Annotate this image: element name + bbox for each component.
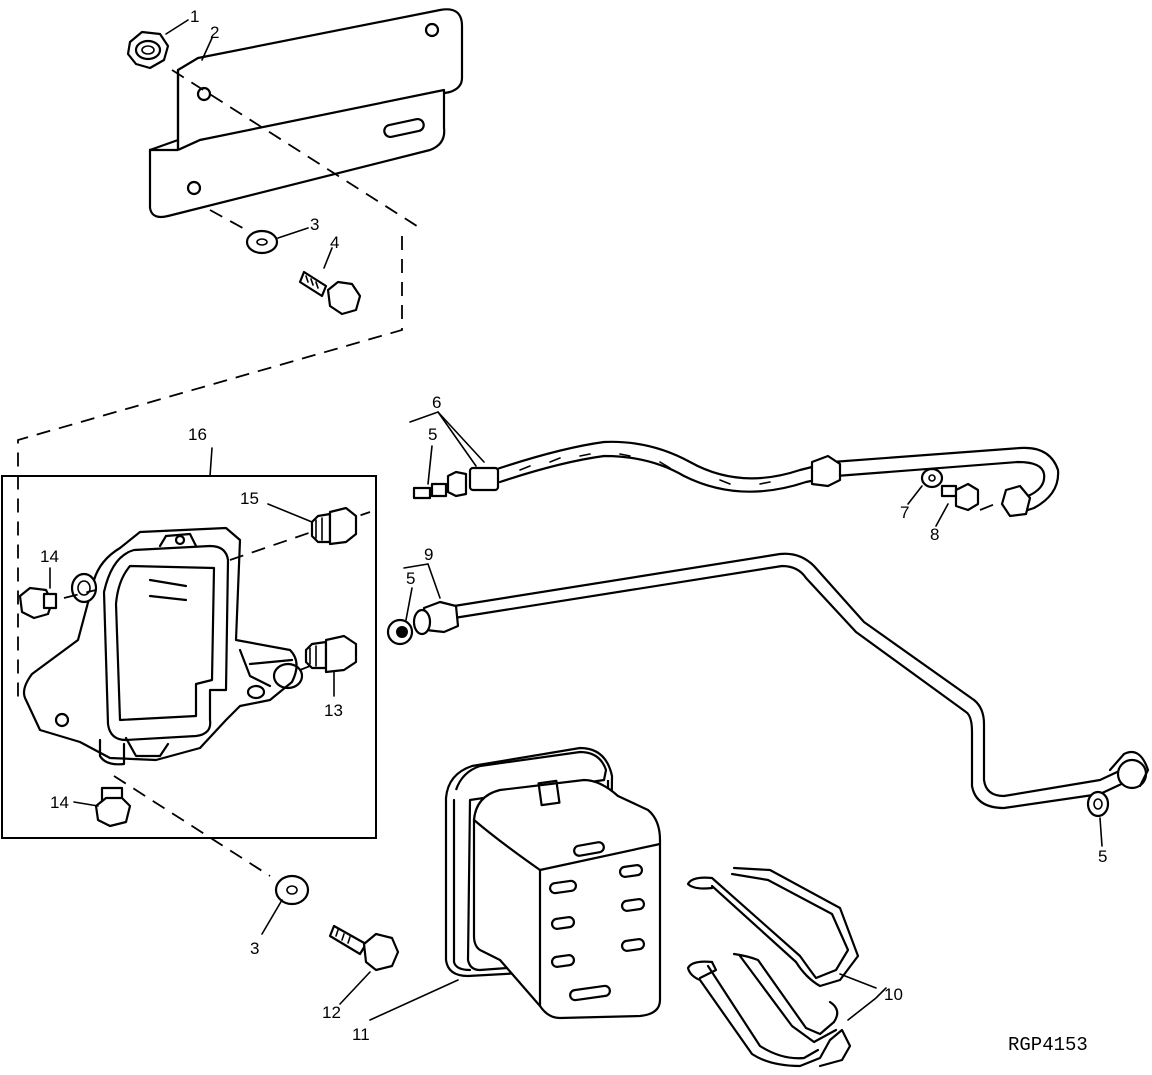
callout-7: 7 bbox=[900, 503, 909, 522]
fuel-line-icon bbox=[412, 440, 1060, 518]
fitting-icon bbox=[304, 634, 358, 674]
callout-16: 16 bbox=[188, 425, 207, 444]
fitting-icon bbox=[1086, 790, 1110, 818]
callout-12: 12 bbox=[322, 1003, 341, 1022]
mounting-bracket-icon bbox=[148, 8, 464, 219]
plug-icon bbox=[18, 586, 58, 620]
callout-2: 2 bbox=[210, 23, 219, 42]
fitting-icon bbox=[386, 618, 414, 646]
figure-code: RGP4153 bbox=[1008, 1034, 1088, 1056]
callout-3-lower: 3 bbox=[250, 939, 259, 958]
cap-screw-icon bbox=[328, 924, 400, 972]
hex-nut-icon bbox=[126, 30, 170, 70]
fuel-line-icon bbox=[412, 552, 1150, 810]
callout-1: 1 bbox=[190, 7, 199, 26]
filter-base-icon bbox=[22, 526, 304, 766]
callout-9: 9 bbox=[424, 545, 433, 564]
callout-5-lower: 5 bbox=[1098, 847, 1107, 866]
cap-screw-icon bbox=[298, 270, 362, 316]
washer-icon bbox=[920, 467, 944, 489]
washer-icon bbox=[245, 229, 279, 255]
callout-11: 11 bbox=[352, 1025, 370, 1044]
fitting-icon bbox=[940, 482, 980, 512]
assembly-box bbox=[1, 475, 377, 839]
callout-5-middle: 5 bbox=[406, 569, 415, 588]
callout-10: 10 bbox=[884, 985, 903, 1004]
retaining-clip-icon bbox=[686, 866, 860, 988]
callout-6: 6 bbox=[432, 393, 441, 412]
callout-14-lower: 14 bbox=[50, 793, 69, 812]
callout-14-upper: 14 bbox=[40, 547, 59, 566]
callout-13: 13 bbox=[324, 701, 343, 720]
callout-3-top: 3 bbox=[310, 215, 319, 234]
callout-15: 15 bbox=[240, 489, 259, 508]
washer-icon bbox=[274, 874, 310, 906]
callout-4: 4 bbox=[330, 233, 339, 252]
retaining-clip-icon bbox=[686, 952, 852, 1068]
fitting-icon bbox=[310, 506, 358, 546]
leader-lines bbox=[49, 19, 1103, 1021]
callout-8: 8 bbox=[930, 525, 939, 544]
plug-icon bbox=[94, 786, 132, 828]
callout-5-upper: 5 bbox=[428, 425, 437, 444]
fuel-filter-icon bbox=[444, 746, 662, 1020]
